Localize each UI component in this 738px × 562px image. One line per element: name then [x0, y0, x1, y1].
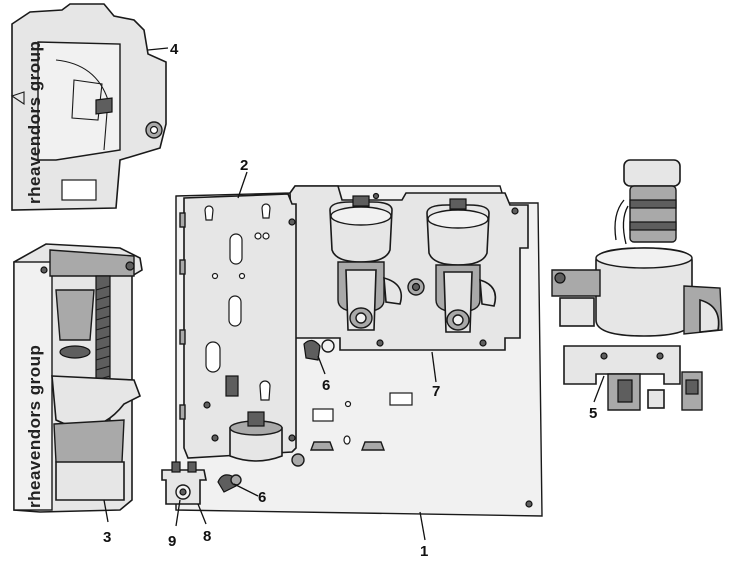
callout-2: 2 — [240, 157, 248, 174]
callout-1: 1 — [420, 543, 428, 560]
brand-label-lower: rheavendors group — [25, 345, 44, 508]
callout-9: 9 — [168, 533, 176, 550]
upper-housing-cover: rheavendors group — [10, 3, 167, 211]
mixer-boiler-assembly — [551, 159, 723, 411]
powder-dispenser-right — [407, 198, 497, 333]
callout-6-upper: 6 — [322, 377, 330, 394]
callout-3: 3 — [103, 529, 111, 546]
leader-lines — [103, 47, 605, 541]
callout-labels: 1 2 3 4 5 6 6 7 8 9 — [103, 41, 597, 560]
dispenser-support-plate — [289, 185, 529, 351]
brand-label-upper: rheavendors group — [25, 41, 44, 204]
callout-4: 4 — [170, 41, 179, 58]
lower-grinder-unit: rheavendors group — [13, 243, 143, 513]
small-bracket — [161, 461, 207, 505]
callout-8: 8 — [203, 528, 211, 545]
callout-7: 7 — [432, 383, 440, 400]
thumb-screw-upper — [303, 339, 335, 361]
vertical-mounting-plate — [179, 193, 305, 467]
powder-dispenser-left — [329, 195, 403, 331]
callout-6-lower: 6 — [258, 489, 266, 506]
callout-5: 5 — [589, 405, 597, 422]
